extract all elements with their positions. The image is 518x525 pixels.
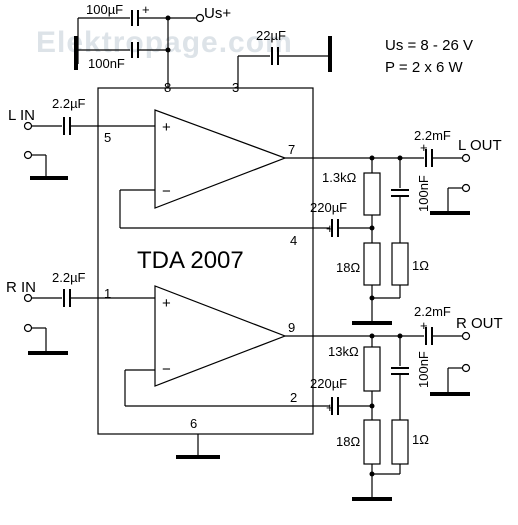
left-out-label: L OUT xyxy=(458,137,502,154)
right-out-cap-label: 2.2mF xyxy=(414,304,451,319)
left-out-terminal xyxy=(461,153,471,163)
pin-4-label: 4 xyxy=(290,233,297,248)
left-out-cap-label: 2.2mF xyxy=(414,128,451,143)
supply-cap-electrolytic-label: 100µF xyxy=(86,2,123,17)
right-channel: R IN 2.2µF 1 + − + 220µF 2 9 13kΩ xyxy=(6,270,503,501)
svg-text:−: − xyxy=(162,183,171,200)
spec-power: P = 2 x 6 W xyxy=(385,59,464,76)
pin-7-label: 7 xyxy=(288,142,295,157)
left-in-cap-label: 2.2µF xyxy=(52,96,86,111)
pin3-cap-label: 22µF xyxy=(256,28,286,43)
svg-text:+: + xyxy=(326,400,334,415)
right-r-feedback-label: 13kΩ xyxy=(328,344,359,359)
left-feedback-cap-label: 220µF xyxy=(310,200,347,215)
ic-body xyxy=(97,87,314,435)
right-r-ground-label: 18Ω xyxy=(336,434,360,449)
right-c-zobel-label: 100nF xyxy=(416,351,431,388)
right-zobel-resistor xyxy=(391,419,409,465)
left-in-label: L IN xyxy=(8,107,35,124)
pin-6-label: 6 xyxy=(190,416,197,431)
spec-supply: Us = 8 - 26 V xyxy=(385,37,473,54)
svg-text:+: + xyxy=(142,2,150,17)
pin-8-label: 8 xyxy=(164,80,171,95)
left-zobel-resistor xyxy=(391,242,409,286)
svg-text:+: + xyxy=(420,140,428,155)
right-r-zobel-label: 1Ω xyxy=(412,432,429,447)
svg-text:+: + xyxy=(420,318,428,333)
supply-label: Us+ xyxy=(204,5,231,22)
left-r-zobel-label: 1Ω xyxy=(412,258,429,273)
right-out-terminal xyxy=(461,331,471,341)
right-feedback-resistor xyxy=(363,346,381,392)
supply-terminal xyxy=(195,13,205,23)
pin6-ground: 6 xyxy=(176,416,220,459)
pin-5-label: 5 xyxy=(104,130,111,145)
right-feedback-cap-label: 220µF xyxy=(310,376,347,391)
right-ground-resistor xyxy=(363,419,381,465)
pin-9-label: 9 xyxy=(288,320,295,335)
chip-name: TDA 2007 xyxy=(137,247,244,274)
left-feedback-resistor xyxy=(363,172,381,216)
left-r-ground-label: 18Ω xyxy=(336,260,360,275)
right-out-label: R OUT xyxy=(456,315,503,332)
pin-1-label: 1 xyxy=(104,286,111,301)
svg-text:+: + xyxy=(162,295,171,312)
left-r-feedback-label: 1.3kΩ xyxy=(322,170,357,185)
svg-text:+: + xyxy=(326,221,334,236)
right-amplifier xyxy=(154,285,287,387)
right-in-cap-label: 2.2µF xyxy=(52,270,86,285)
watermark: Elektropage.com xyxy=(36,26,293,59)
pin-2-label: 2 xyxy=(290,390,297,405)
supply-section: + Us+ 100µF 100nF 8 22µF 3 xyxy=(74,2,332,95)
pin-3-label: 3 xyxy=(232,80,239,95)
right-in-label: R IN xyxy=(6,279,36,296)
left-amplifier xyxy=(154,109,287,209)
left-ground-resistor xyxy=(363,242,381,286)
svg-text:−: − xyxy=(162,361,171,378)
left-c-zobel-label: 100nF xyxy=(416,175,431,212)
left-channel: L IN 2.2µF 5 + − + 220µF 4 7 1. xyxy=(8,96,502,325)
svg-text:+: + xyxy=(162,119,171,136)
supply-cap-ceramic-label: 100nF xyxy=(88,56,125,71)
